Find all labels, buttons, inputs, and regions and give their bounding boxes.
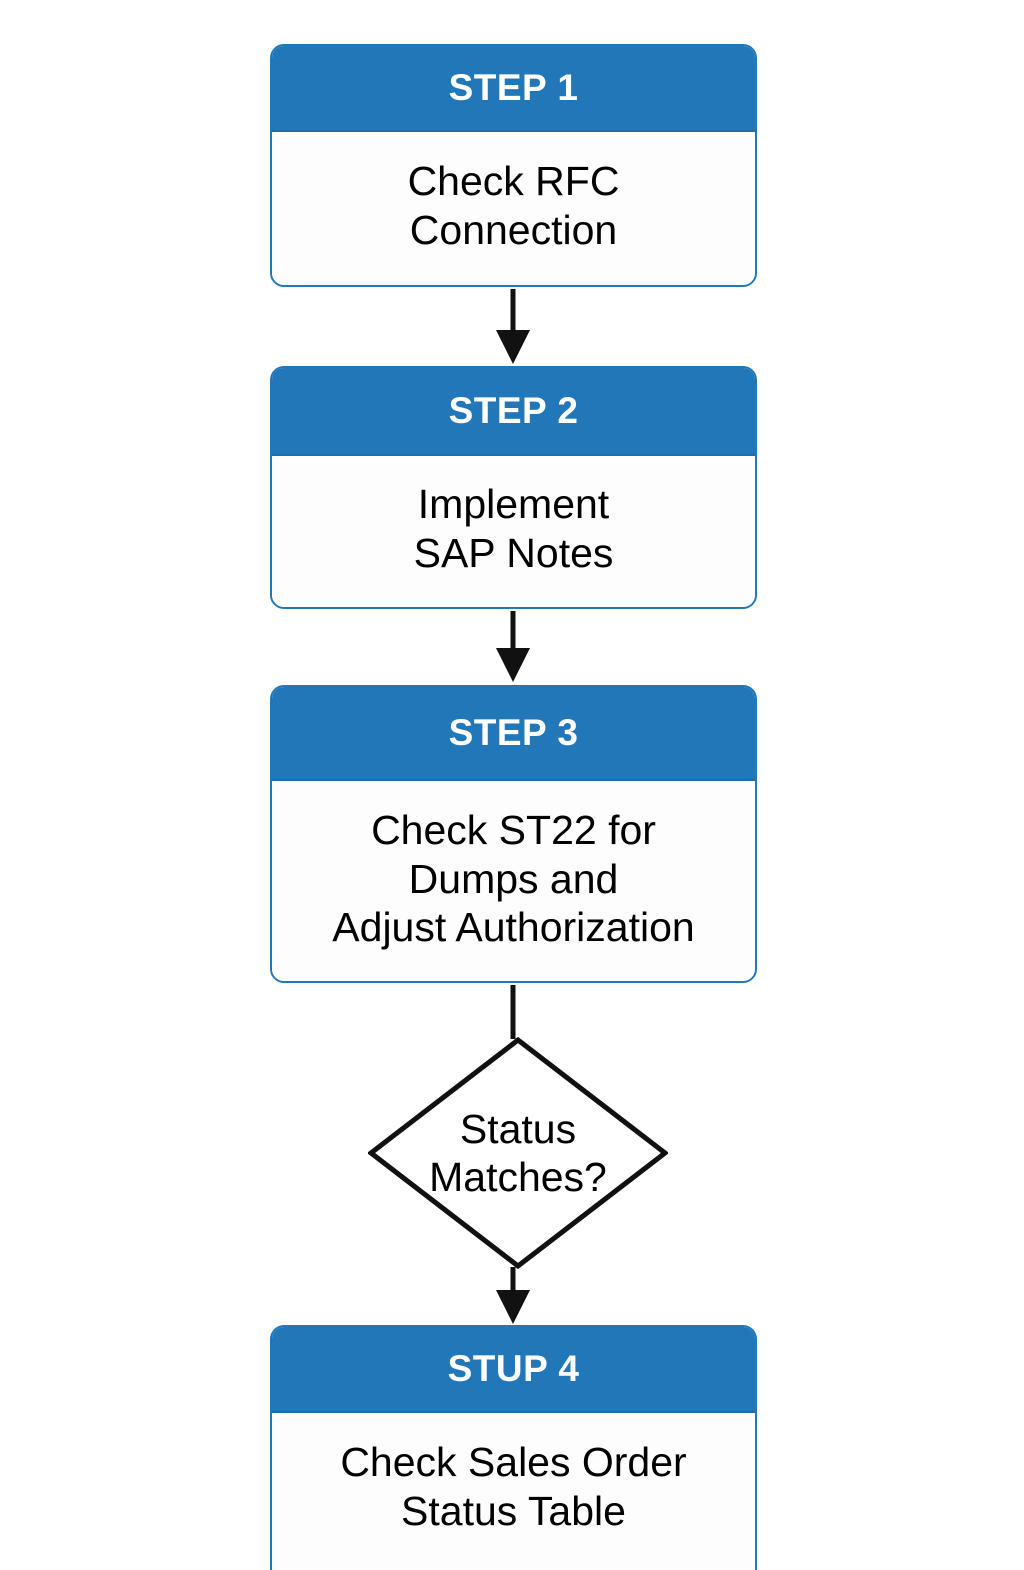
- connector-step1-to-step2: [496, 289, 530, 364]
- node-body-step-2: Implement SAP Notes: [272, 456, 755, 607]
- node-body-step-1: Check RFC Connection: [272, 132, 755, 285]
- connector-decision-to-step4: [496, 1267, 530, 1324]
- node-body-step-4: Check Sales Order Status Table: [272, 1413, 755, 1570]
- node-header-step-4: STUP 4: [272, 1327, 755, 1413]
- decision-node-status-matches[interactable]: Status Matches?: [368, 1037, 668, 1269]
- decision-node-label: Status Matches?: [429, 1105, 607, 1200]
- flowchart-canvas: STEP 1 Check RFC Connection STEP 2 Imple…: [270, 44, 757, 1570]
- diamond-shape: [368, 1037, 668, 1269]
- node-header-step-3: STEP 3: [272, 687, 755, 781]
- process-node-step-3[interactable]: STEP 3 Check ST22 for Dumps and Adjust A…: [270, 685, 757, 983]
- process-node-step-2[interactable]: STEP 2 Implement SAP Notes: [270, 366, 757, 609]
- node-header-step-1: STEP 1: [272, 46, 755, 132]
- connector-step2-to-step3: [496, 611, 530, 682]
- process-node-step-4[interactable]: STUP 4 Check Sales Order Status Table: [270, 1325, 757, 1570]
- node-header-step-2: STEP 2: [272, 368, 755, 456]
- node-body-step-3: Check ST22 for Dumps and Adjust Authoriz…: [272, 781, 755, 981]
- process-node-step-1[interactable]: STEP 1 Check RFC Connection: [270, 44, 757, 287]
